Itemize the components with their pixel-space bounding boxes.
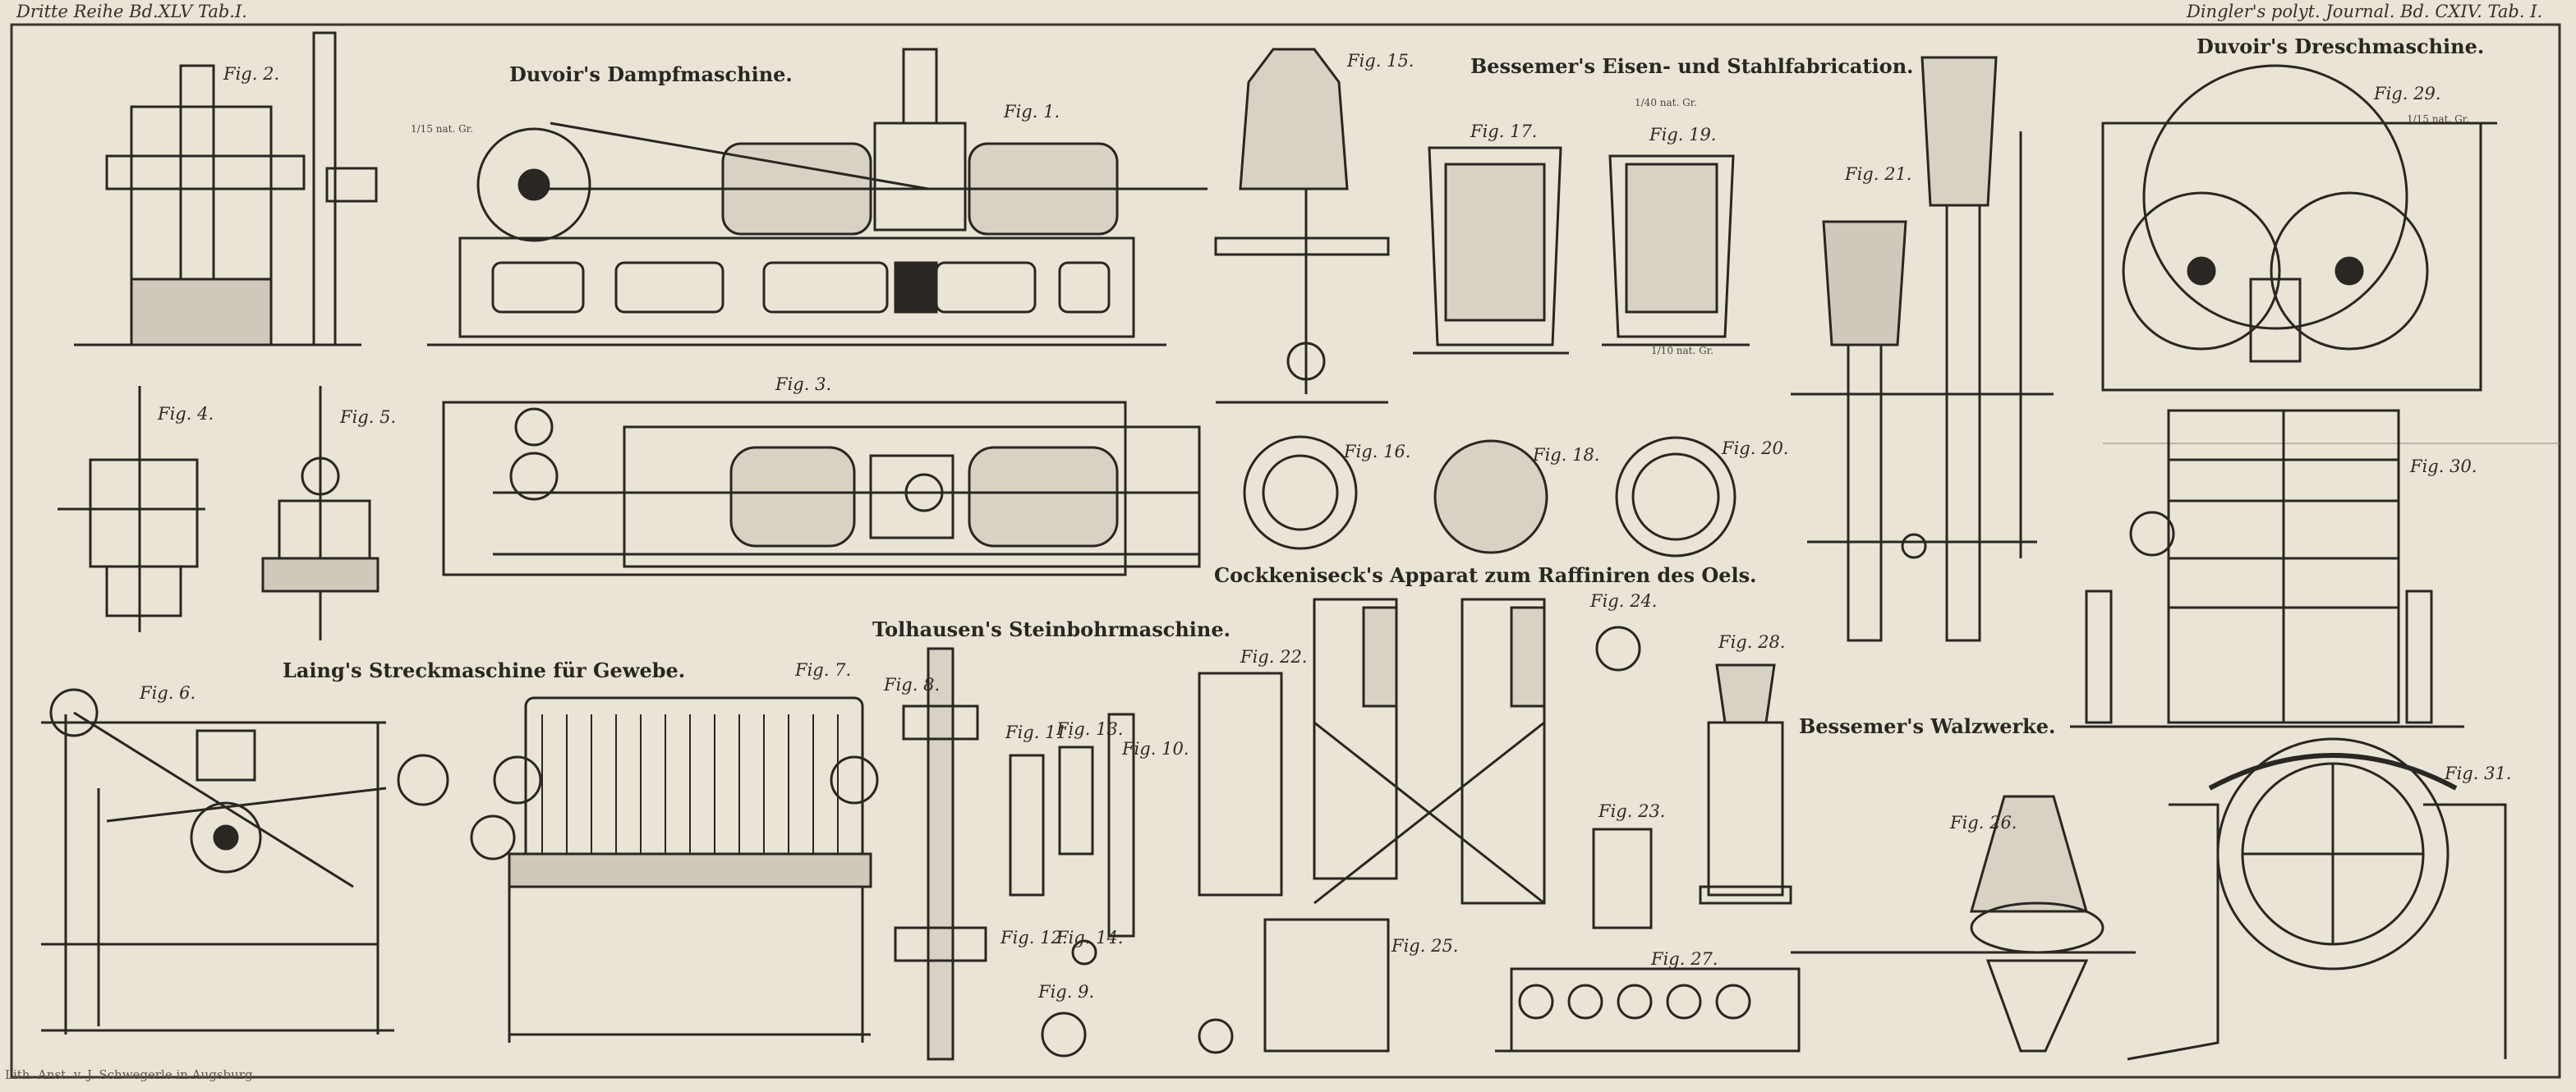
title-tolhausen: Tolhausen's Steinbohrmaschine. — [872, 617, 1230, 641]
drawing-fig-15 — [1214, 48, 1390, 404]
drawing-fig-2 — [74, 31, 378, 346]
drawing-fig-7 — [470, 696, 879, 1043]
fig-label-29: Fig. 29. — [2374, 84, 2441, 103]
fig-label-19: Fig. 19. — [1649, 125, 1717, 145]
fig-label-7: Fig. 7. — [795, 660, 852, 680]
fig-label-28: Fig. 28. — [1718, 632, 1786, 652]
fig-label-20: Fig. 20. — [1722, 438, 1789, 458]
drawing-fig-29 — [2101, 64, 2497, 392]
fig-label-12: Fig. 12. — [1000, 928, 1068, 947]
fig-label-17: Fig. 17. — [1470, 122, 1538, 141]
fig-label-18: Fig. 18. — [1533, 445, 1600, 465]
fig-label-25: Fig. 25. — [1392, 936, 1459, 956]
fig-label-6: Fig. 6. — [140, 683, 196, 703]
fig-label-2: Fig. 2. — [223, 64, 280, 84]
drawing-fig-22-25 — [1198, 598, 1653, 1054]
drawing-fig-30 — [2070, 409, 2464, 728]
scale-note-4: 1/15 nat. Gr. — [2407, 113, 2469, 125]
fig-label-14: Fig. 14. — [1056, 928, 1124, 947]
fig-label-8: Fig. 8. — [884, 675, 941, 695]
title-duvoir-steam-engine: Duvoir's Dampfmaschine. — [509, 62, 793, 86]
drawing-fig-4-5 — [58, 386, 380, 640]
title-bessemer-iron-steel: Bessemer's Eisen- und Stahlfabrication. — [1470, 54, 1914, 78]
fig-label-5: Fig. 5. — [340, 407, 397, 427]
drawing-fig-26 — [1791, 795, 2136, 1053]
fig-label-11: Fig. 11. — [1005, 723, 1073, 742]
fig-label-3: Fig. 3. — [775, 374, 832, 394]
fig-label-4: Fig. 4. — [158, 404, 214, 424]
fig-label-22: Fig. 22. — [1240, 647, 1308, 667]
fig-label-10: Fig. 10. — [1122, 739, 1189, 759]
fig-label-31: Fig. 31. — [2445, 764, 2512, 783]
fig-label-9: Fig. 9. — [1038, 982, 1095, 1002]
title-bessemer-rolling: Bessemer's Walzwerke. — [1799, 714, 2056, 738]
drawing-fig-31 — [2127, 737, 2507, 1061]
fig-label-16: Fig. 16. — [1344, 442, 1411, 461]
drawing-fig-27 — [1495, 967, 1801, 1053]
scale-note-2: 1/40 nat. Gr. — [1635, 97, 1697, 108]
fig-label-27: Fig. 27. — [1651, 949, 1718, 969]
fig-label-21: Fig. 21. — [1845, 164, 1912, 184]
plate-header-right: Dingler's polyt. Journal. Bd. CXIV. Tab.… — [2187, 2, 2543, 21]
drawing-fig-28 — [1699, 663, 1792, 905]
title-laing: Laing's Streckmaschine für Gewebe. — [283, 658, 686, 682]
title-cockkeniseck: Cockkeniseck's Apparat zum Raffiniren de… — [1214, 563, 1757, 587]
drawing-fig-3 — [442, 401, 1201, 576]
drawing-fig-8-14 — [894, 647, 1135, 1061]
drawing-fig-21 — [1791, 56, 2054, 642]
fig-label-24: Fig. 24. — [1590, 591, 1658, 611]
drawing-fig-6 — [41, 688, 449, 1035]
fig-label-30: Fig. 30. — [2410, 457, 2477, 476]
scale-note-3: 1/10 nat. Gr. — [1651, 345, 1714, 356]
fig-label-1: Fig. 1. — [1004, 102, 1060, 122]
scale-note-1: 1/15 nat. Gr. — [411, 123, 473, 135]
drawing-fig-16-20 — [1243, 146, 1750, 557]
fig-label-23: Fig. 23. — [1598, 801, 1666, 821]
fig-label-15: Fig. 15. — [1347, 51, 1414, 71]
title-duvoir-threshing: Duvoir's Dreschmaschine. — [2196, 34, 2485, 58]
fig-label-26: Fig. 26. — [1950, 813, 2017, 833]
drawing-fig-1 — [427, 48, 1208, 346]
plate-header-left: Dritte Reihe Bd.XLV Tab.I. — [16, 2, 247, 21]
fig-label-13: Fig. 13. — [1056, 719, 1124, 739]
lithographer-imprint: Lith. Anst. v. J. Schwegerle in Augsburg — [5, 1067, 253, 1082]
